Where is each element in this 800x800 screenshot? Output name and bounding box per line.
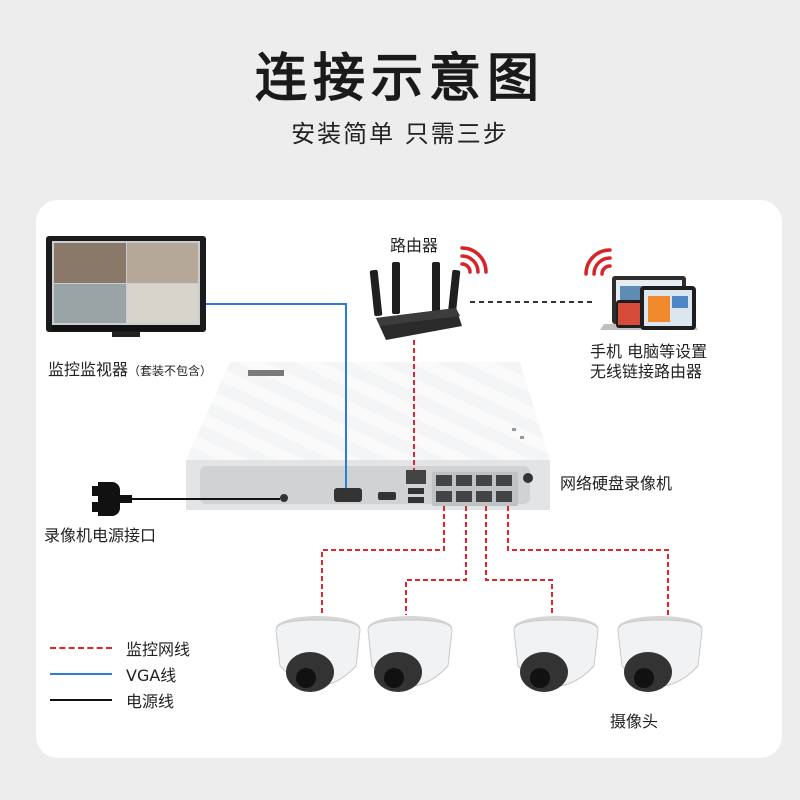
page-title: 连接示意图	[254, 49, 545, 109]
monitor-icon	[46, 236, 206, 337]
dome-camera-icon	[617, 616, 703, 692]
dome-camera-icon	[367, 616, 453, 692]
monitor-label: 监控监视器（套装不包含）	[48, 356, 212, 380]
cameras-label: 摄像头	[610, 712, 659, 731]
legend-swatch-vga	[50, 673, 112, 675]
dome-camera-icon	[513, 616, 599, 692]
page-subtitle: 安装简单 只需三步	[291, 120, 509, 148]
legend-label: 电源线	[126, 692, 175, 711]
nvr-label: 网络硬盘录像机	[560, 474, 673, 493]
legend-item-power: 电源线	[50, 688, 174, 712]
power-plug-icon	[92, 482, 132, 516]
power-port-label: 录像机电源接口	[44, 526, 157, 545]
devices-label-line2: 无线链接路由器	[590, 362, 703, 381]
dome-camera-icon	[275, 616, 361, 692]
legend-swatch-network	[50, 647, 112, 649]
laptop-tablet-icon	[600, 276, 698, 330]
legend-swatch-power	[50, 699, 112, 701]
router-icon	[369, 262, 462, 340]
wifi-icon	[584, 248, 612, 276]
wifi-icon	[460, 246, 488, 274]
monitor-note: （套装不包含）	[128, 364, 213, 378]
monitor-label-text: 监控监视器	[48, 360, 129, 379]
legend-label: VGA线	[126, 666, 177, 685]
router-label: 路由器	[390, 236, 439, 255]
legend-item-vga: VGA线	[50, 662, 176, 686]
legend-item-network: 监控网线	[50, 636, 190, 660]
nvr-icon	[186, 362, 550, 510]
devices-label-line1: 手机 电脑等设置	[590, 342, 708, 361]
legend-label: 监控网线	[126, 640, 191, 659]
